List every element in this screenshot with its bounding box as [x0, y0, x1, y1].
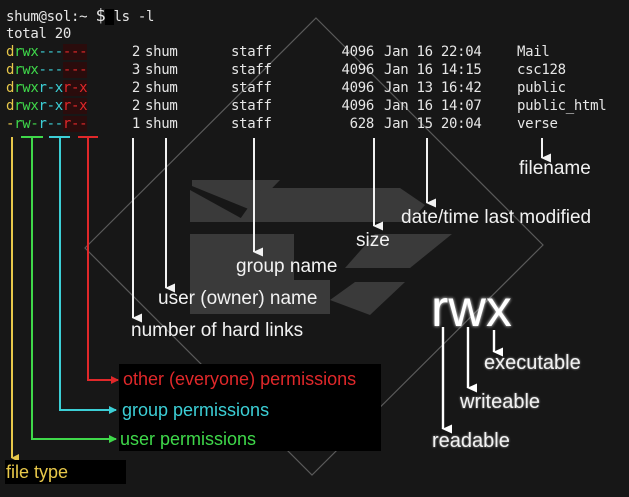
hard-links-count: 3: [131, 62, 140, 78]
hard-links-count: 1: [131, 116, 140, 132]
permission-string: drwxr-xr-x: [6, 97, 88, 115]
label-hard-links: number of hard links: [131, 320, 304, 341]
prompt-line: shum@sol:~ $ ls -l: [6, 7, 154, 26]
prompt-symbol: $: [95, 6, 106, 26]
user-perms: rwx: [14, 44, 39, 60]
file-size: 4096: [341, 62, 374, 78]
label-executable: executable: [484, 352, 581, 374]
other-perms: r--: [62, 116, 88, 132]
file-size: 4096: [341, 80, 374, 96]
modified-date: Jan 13 16:42: [384, 80, 482, 96]
permission-string: drwxr-xr-x: [6, 79, 88, 97]
file-size: 4096: [341, 44, 374, 60]
file-name: verse: [517, 116, 558, 132]
group-perms: r--: [38, 116, 64, 132]
group-perms: ---: [38, 44, 64, 60]
hard-links-count: 2: [131, 44, 140, 60]
user-perms: rwx: [14, 62, 39, 78]
owner-name: shum: [145, 62, 178, 78]
label-user-perms: user permissions: [120, 429, 257, 449]
group-name: staff: [231, 98, 272, 114]
rwx-title: rwx: [431, 280, 512, 338]
user-perms: rwx: [14, 98, 39, 114]
label-other-perms: other (everyone) permissions: [123, 369, 357, 389]
permissions-legend-box: [119, 364, 381, 451]
group-name: staff: [231, 80, 272, 96]
label-owner-name: user (owner) name: [158, 288, 318, 309]
group-perms: r-x: [38, 80, 64, 96]
label-size: size: [356, 230, 390, 251]
group-name: staff: [231, 116, 272, 132]
file-name: Mail: [517, 44, 550, 60]
user-perms: rwx: [14, 80, 39, 96]
label-filename: filename: [519, 158, 591, 179]
file-size: 4096: [341, 98, 374, 114]
file-type-char: d: [6, 98, 15, 114]
owner-name: shum: [145, 44, 178, 60]
owner-name: shum: [145, 116, 178, 132]
prompt-text: shum@sol:~: [6, 9, 88, 25]
owner-name: shum: [145, 80, 178, 96]
group-name: staff: [231, 44, 272, 60]
label-readable: readable: [432, 430, 510, 452]
total-line: total 20: [6, 26, 72, 42]
file-type-box: [5, 460, 126, 484]
label-group-perms: group permissions: [122, 400, 270, 420]
permission-string: drwx------: [6, 43, 88, 61]
permission-string: drwx------: [6, 61, 88, 79]
hard-links-count: 2: [131, 80, 140, 96]
user-perms: rw-: [14, 116, 39, 132]
user-perms-arrow: [31, 137, 117, 443]
file-name: public: [517, 80, 566, 96]
modified-date: Jan 16 14:07: [384, 98, 482, 114]
other-perms: r-x: [62, 80, 88, 96]
file-name: csc128: [517, 62, 566, 78]
other-perms: ---: [62, 44, 88, 60]
group-perms: r-x: [38, 98, 64, 114]
other-perms: ---: [62, 62, 88, 78]
file-size: 628: [349, 116, 375, 132]
group-perms: ---: [38, 62, 64, 78]
label-file-type: file type: [6, 462, 69, 482]
modified-date: Jan 16 22:04: [384, 44, 482, 60]
file-name: public_html: [517, 98, 607, 114]
label-datetime: date/time last modified: [401, 207, 592, 228]
file-type-char: d: [6, 44, 15, 60]
modified-date: Jan 15 20:04: [384, 116, 482, 132]
diamond-outline: [84, 17, 544, 476]
label-writeable: writeable: [460, 391, 541, 413]
permission-string: -rw-r--r--: [6, 115, 88, 133]
owner-name: shum: [145, 98, 178, 114]
command-text: ls -l: [113, 9, 155, 25]
hard-links-count: 2: [131, 98, 140, 114]
modified-date: Jan 16 14:15: [384, 62, 482, 78]
group-name: staff: [231, 62, 272, 78]
file-type-char: -: [6, 116, 15, 132]
other-perms: r-x: [62, 98, 88, 114]
file-type-char: d: [6, 80, 15, 96]
label-group-name: group name: [236, 256, 338, 277]
file-type-char: d: [6, 62, 15, 78]
other-perms-arrow: [87, 137, 119, 384]
watermark-logo: [190, 180, 452, 315]
group-perms-arrow: [59, 137, 117, 414]
